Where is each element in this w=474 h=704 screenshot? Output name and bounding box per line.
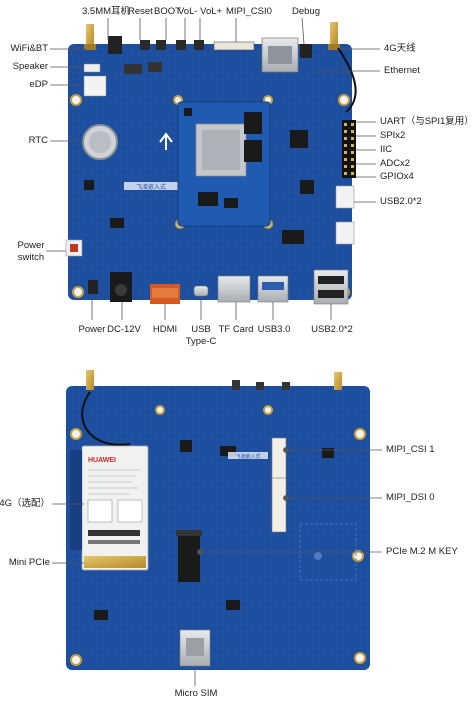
back-brand-silkscreen: 飞凌嵌入式 <box>235 453 260 460</box>
module-brand-silkscreen: HUAWEI <box>88 457 116 464</box>
label-mipi-csi1: MIPI_CSI 1 <box>386 444 435 455</box>
label-debug: Debug <box>292 6 320 17</box>
label-usb2-side: USB2.0*2 <box>380 196 422 207</box>
label-micro-sim: Micro SIM <box>174 688 218 699</box>
label-usb2-bottom: USB2.0*2 <box>311 324 353 335</box>
back-board: HUAWEI 飞凌嵌入式 <box>66 370 370 670</box>
front-board: 飞凌嵌入式 <box>65 22 357 305</box>
label-iic: IIC <box>380 144 393 155</box>
label-power-switch-line1: Power <box>17 240 45 251</box>
label-mipi-dsi0: MIPI_DSI 0 <box>386 492 435 503</box>
label-wifi-bt: WiFi&BT <box>10 43 48 54</box>
label-adc: ADCx2 <box>380 158 411 169</box>
label-speaker: Speaker <box>12 61 48 72</box>
label-4g-antenna: 4G天线 <box>384 43 416 54</box>
label-rtc: RTC <box>28 135 48 146</box>
label-ethernet: Ethernet <box>384 65 420 76</box>
label-reset: Reset <box>128 6 153 17</box>
label-usb3: USB3.0 <box>257 324 291 335</box>
label-usb-type-c-line1: USB <box>191 324 211 335</box>
label-spi: SPIx2 <box>380 130 406 141</box>
front-leader-lines <box>46 17 380 320</box>
label-mipi-csi0: MIPI_CSI0 <box>226 6 272 17</box>
label-dc-12v: DC-12V <box>107 324 141 335</box>
gpio-header <box>342 120 356 178</box>
label-hdmi: HDMI <box>152 324 178 335</box>
back-leader-lines <box>52 447 382 686</box>
label-power-switch-line2: switch <box>17 252 45 263</box>
label-tf-card: TF Card <box>218 324 254 335</box>
label-3-5mm-jack: 3.5MM耳机 <box>82 6 131 17</box>
label-power: Power <box>78 324 106 335</box>
label-4g-optional: 4G（选配） <box>0 498 50 509</box>
label-uart: UART（与SPI1复用） <box>380 116 474 127</box>
label-usb-type-c-line2: Type-C <box>185 336 217 347</box>
front-brand-silkscreen: 飞凌嵌入式 <box>136 183 166 191</box>
label-volume: VoL- VoL+ <box>178 6 223 17</box>
label-boot: BOOT <box>154 6 181 17</box>
label-pcie-m2: PCIe M.2 M KEY <box>386 546 458 557</box>
label-edp: eDP <box>29 79 48 90</box>
label-mini-pcie: Mini PCIe <box>8 557 50 568</box>
label-gpio: GPIOx4 <box>380 171 414 182</box>
